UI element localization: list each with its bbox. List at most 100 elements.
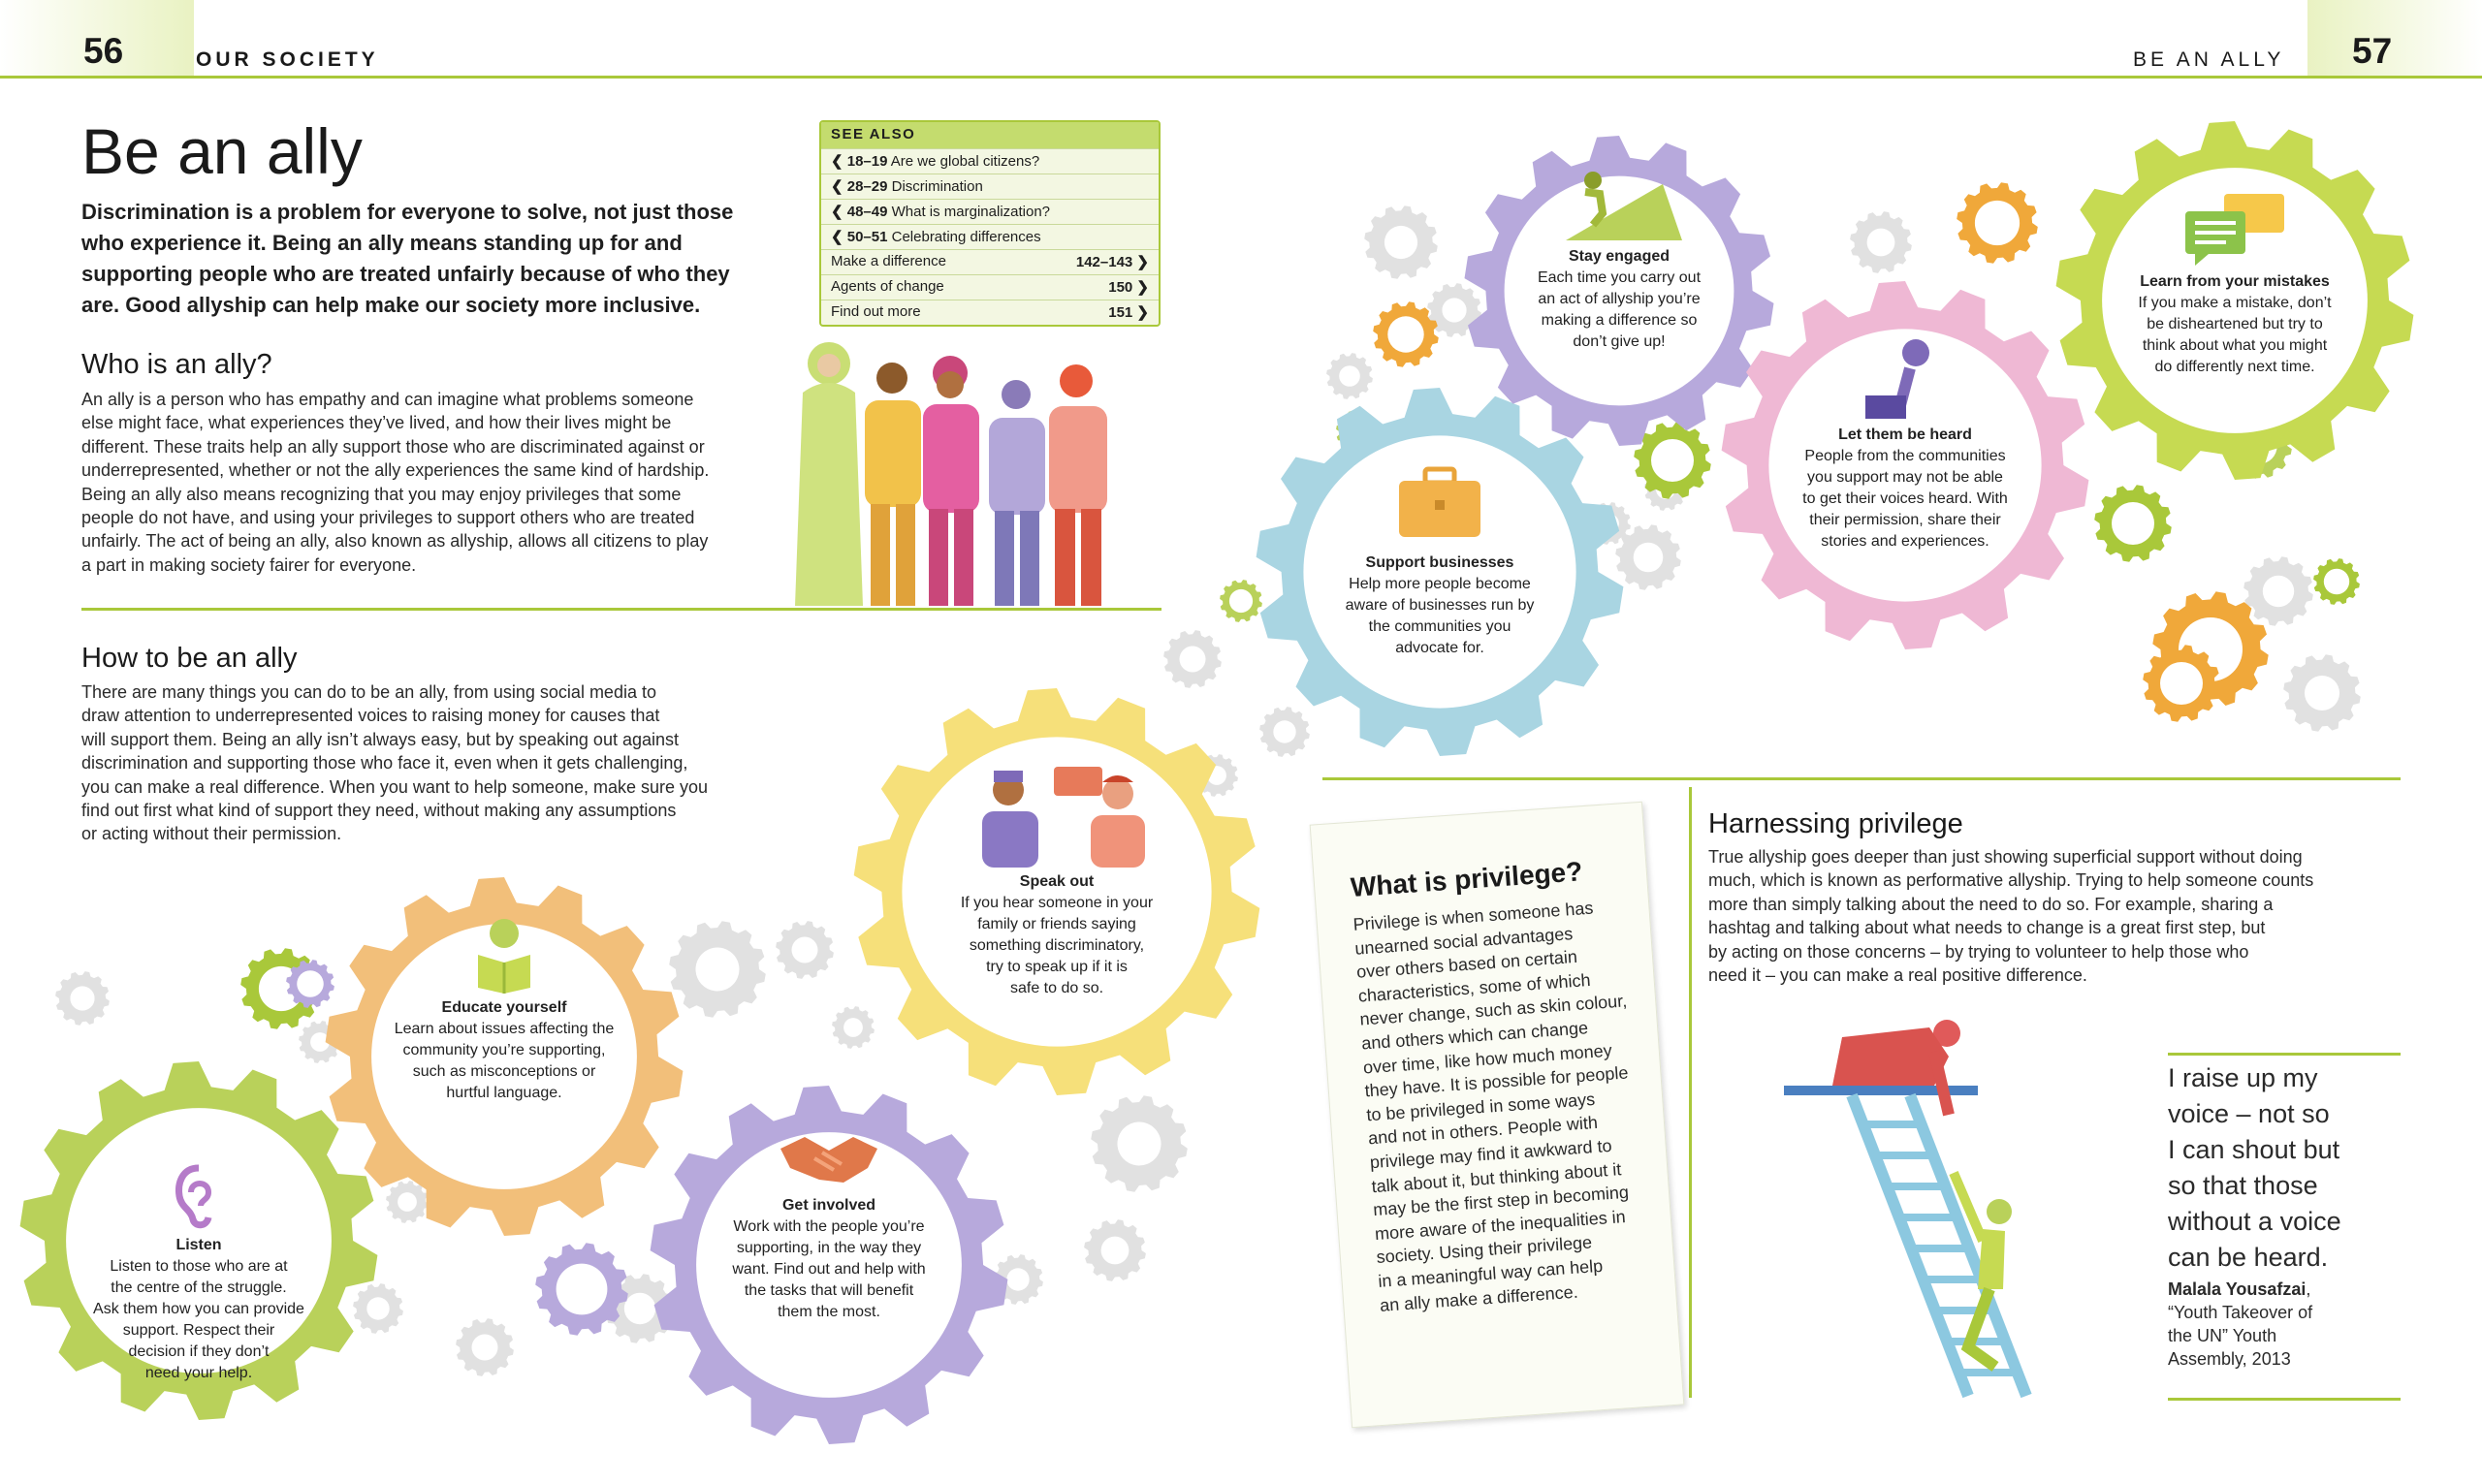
quote-line: voice – not so <box>2168 1099 2330 1128</box>
educate-card: Educate yourself Learn about issues affe… <box>368 916 640 1104</box>
platform-icon <box>1784 1086 1978 1095</box>
see-also-page: 150 ❯ <box>1108 279 1149 296</box>
see-also-item[interactable]: Agents of change 150 ❯ <box>821 274 1159 300</box>
grey-gear-icon <box>832 1006 875 1049</box>
handshake-icon <box>780 1137 877 1183</box>
listen-line: decision if they don’t <box>128 1343 270 1360</box>
quote-source-line: the UN” Youth <box>2168 1326 2277 1345</box>
mistakes-line: If you make a mistake, don’t <box>2138 295 2332 311</box>
quote-line: can be heard. <box>2168 1243 2329 1272</box>
who-heading: Who is an ally? <box>81 349 272 380</box>
business-gear-icon <box>1256 388 1624 756</box>
see-also-label: Celebrating differences <box>891 229 1041 245</box>
quote-bottom-rule <box>2168 1398 2401 1401</box>
see-also-item[interactable]: ❮ 48–49 What is marginalization? <box>821 199 1159 224</box>
educate-title: Educate yourself <box>441 999 567 1016</box>
how-line: find out first what kind of support they… <box>81 801 677 821</box>
see-also-label: What is marginalization? <box>891 204 1051 220</box>
speak-line: If you hear someone in your <box>960 895 1154 911</box>
quote-source: Malala Yousafzai, “Youth Takeover of the… <box>2168 1278 2410 1371</box>
see-also-ref: ❮ 48–49 <box>831 204 888 220</box>
listen-line: need your help. <box>144 1365 253 1381</box>
harnessing-line: more than simply talking about the need … <box>1708 894 2274 914</box>
see-also-item[interactable]: ❮ 18–19 Are we global citizens? <box>821 148 1159 174</box>
educate-line: community you’re supporting, <box>402 1042 606 1058</box>
engaged-title: Stay engaged <box>1568 248 1671 265</box>
mistakes-card: Learn from your mistakes If you make a m… <box>2114 190 2356 378</box>
harnessing-line: much, which is known as performative all… <box>1708 870 2314 891</box>
person-turban-icon <box>923 356 979 606</box>
how-line: There are many things you can do to be a… <box>81 682 656 702</box>
helping-person-icon <box>1832 1020 1960 1117</box>
business-line: Help more people become <box>1349 576 1531 592</box>
speaking-people-icon <box>982 767 1145 868</box>
quote-top-rule <box>2168 1053 2401 1056</box>
heard-line: to get their voices heard. With <box>1802 490 2008 507</box>
see-also-item[interactable]: ❮ 50–51 Celebrating differences <box>821 224 1159 249</box>
grey-gear-icon <box>1326 353 1373 399</box>
intro-line: supporting people who are treated unfair… <box>81 262 730 286</box>
reading-person-icon <box>478 919 530 994</box>
climbing-person-icon <box>1566 172 1682 240</box>
engaged-line: an act of allyship you’re <box>1538 291 1701 307</box>
header-rule <box>0 76 2482 79</box>
mistakes-title: Learn from your mistakes <box>2140 273 2330 290</box>
harnessing-heading: Harnessing privilege <box>1708 808 1963 839</box>
quote-line: I raise up my <box>2168 1063 2318 1092</box>
see-also-item[interactable]: ❮ 28–29 Discrimination <box>821 174 1159 199</box>
intro-text: Discrimination is a problem for everyone… <box>81 197 780 321</box>
involved-line: them the most. <box>778 1304 880 1320</box>
harnessing-text: True allyship goes deeper than just show… <box>1708 845 2406 987</box>
involved-line: want. Find out and help with <box>732 1261 926 1278</box>
small-color-gear-icon <box>2143 645 2220 722</box>
how-line: or acting without their permission. <box>81 824 342 844</box>
mistakes-line: do differently next time. <box>2154 359 2315 375</box>
who-line: Being an ally also means recognizing tha… <box>81 484 682 504</box>
how-line: draw attention to underrepresented voice… <box>81 706 660 726</box>
ladder-help-illustration <box>1784 1020 2032 1399</box>
quote-line: without a voice <box>2168 1207 2341 1236</box>
intro-line: are. Good allyship can help make our soc… <box>81 293 701 317</box>
grey-gear-icon <box>2283 654 2361 732</box>
people-group-illustration <box>795 342 1107 606</box>
intro-line: Discrimination is a problem for everyone… <box>81 200 734 224</box>
mistakes-gear-icon <box>2055 121 2414 480</box>
involved-title: Get involved <box>781 1197 876 1214</box>
small-color-gear-icon <box>1957 182 2038 264</box>
see-also-page: 142–143 ❯ <box>1075 254 1149 270</box>
listen-line: Ask them how you can provide <box>93 1301 304 1317</box>
see-also-ref: ❮ 28–29 <box>831 178 888 195</box>
small-color-gear-icon <box>1634 422 1711 499</box>
grey-gear-icon <box>55 971 110 1026</box>
harnessing-line: need it – you can make a real positive d… <box>1708 965 2087 986</box>
how-line: discrimination and supporting those who … <box>81 753 688 774</box>
grey-gear-icon <box>1427 283 1481 337</box>
quote-line: so that those <box>2168 1171 2318 1200</box>
educate-gear-icon <box>325 877 684 1236</box>
engaged-line: don’t give up! <box>1573 333 1666 350</box>
small-color-gear-icon <box>535 1243 628 1336</box>
small-color-gear-icon <box>1220 580 1262 622</box>
heard-line: People from the communities <box>1804 448 2006 464</box>
educate-line: such as misconceptions or <box>412 1063 596 1080</box>
see-also-label: Agents of change <box>831 278 944 295</box>
small-color-gear-icon <box>2094 485 2172 562</box>
business-line: advocate for. <box>1395 640 1484 656</box>
harnessing-line: True allyship goes deeper than just show… <box>1708 847 2303 867</box>
speak-line: safe to do so. <box>1009 980 1104 996</box>
grey-gear-icon <box>386 1181 429 1223</box>
listen-line: support. Respect their <box>122 1322 275 1339</box>
quote-line: I can shout but <box>2168 1135 2340 1164</box>
quote-source-line: Assembly, 2013 <box>2168 1349 2291 1369</box>
speak-title: Speak out <box>1019 873 1095 890</box>
who-line: else might face, what experiences they’v… <box>81 413 672 433</box>
who-text: An ally is a person who has empathy and … <box>81 388 780 577</box>
educate-line: hurtful language. <box>446 1085 562 1101</box>
harnessing-line: hashtag and talking about what needs to … <box>1708 918 2266 938</box>
ladder-icon <box>1846 1092 2032 1399</box>
section-divider-right <box>1322 777 2401 780</box>
listen-gear-icon <box>19 1061 378 1420</box>
header-right-band <box>2307 0 2482 78</box>
